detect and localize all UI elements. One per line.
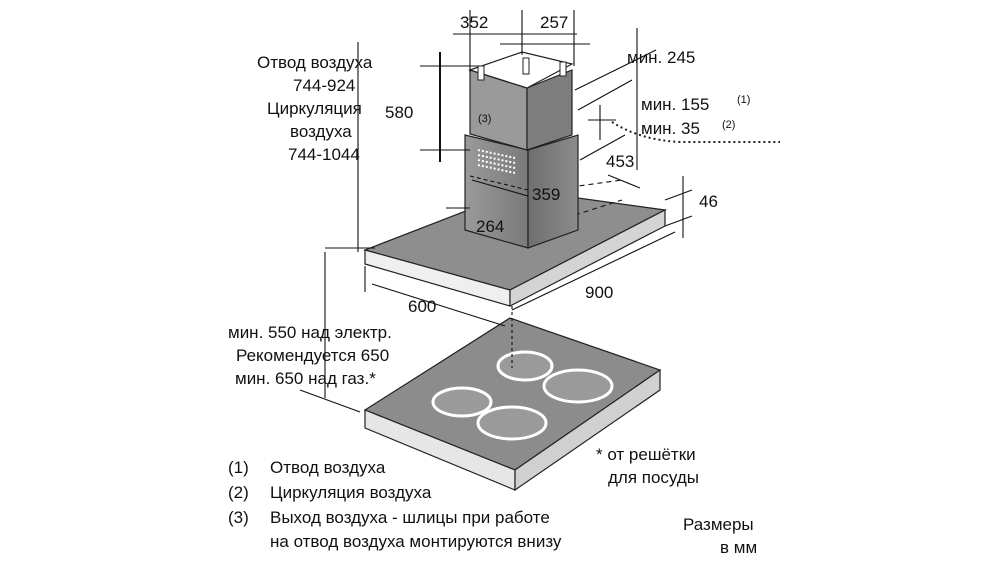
label-top-257: 257	[540, 13, 568, 32]
label-chimney-264: 264	[476, 217, 504, 236]
legend-num-1: (1)	[228, 458, 249, 477]
label-exhaust-title: Отвод воздуха	[257, 53, 373, 72]
label-from-grate-1: * от решётки	[596, 445, 696, 464]
chimney-top-cap	[468, 51, 574, 89]
burner-front	[476, 405, 548, 441]
label-depth-453: 453	[606, 152, 634, 171]
hood-chimney	[464, 51, 579, 249]
legend-text-3: Выход воздуха - шлицы при работе	[270, 508, 550, 527]
legend-num-3: (3)	[228, 508, 249, 527]
bracket-left	[477, 65, 485, 81]
label-exhaust-range: 744-924	[293, 76, 355, 95]
label-chimney-359: 359	[532, 185, 560, 204]
chimney-lower-side	[527, 134, 579, 249]
burner-back	[496, 350, 554, 382]
dimension-lines	[299, 10, 780, 413]
chimney-upper-side	[526, 69, 573, 151]
legend-text-3b: на отвод воздуха монтируются внизу	[270, 532, 562, 551]
label-above-gas: мин. 650 над газ.*	[235, 369, 376, 388]
label-min-155: мин. 155	[641, 95, 709, 114]
legend-text-1: Отвод воздуха	[270, 458, 386, 477]
label-recirc-title-1: Циркуляция	[267, 99, 362, 118]
label-top-352: 352	[460, 13, 488, 32]
label-ref-3: (3)	[478, 113, 491, 125]
label-height-upper: 580	[385, 103, 413, 122]
label-width-600: 600	[408, 297, 436, 316]
legend: (1) Отвод воздуха (2) Циркуляция воздуха…	[228, 458, 562, 551]
legend-text-2: Циркуляция воздуха	[270, 483, 432, 502]
label-from-grate-2: для посуды	[608, 468, 699, 487]
bracket-middle	[522, 57, 530, 75]
label-units-2: в мм	[720, 538, 757, 557]
label-width-900: 900	[585, 283, 613, 302]
label-above-electric: мин. 550 над электр.	[228, 323, 392, 342]
label-canopy-46: 46	[699, 192, 718, 211]
burner-left	[431, 386, 493, 418]
bracket-right	[559, 61, 567, 77]
label-recirc-title-2: воздуха	[290, 122, 352, 141]
cooktop-side-edge	[514, 368, 661, 492]
cooktop	[363, 317, 662, 492]
label-note-2: (2)	[722, 119, 735, 131]
burner-right	[542, 368, 614, 404]
label-note-1: (1)	[737, 94, 750, 106]
label-min-35: мин. 35	[641, 119, 700, 138]
dimension-labels: Отвод воздуха 744-924 Циркуляция воздуха…	[228, 13, 757, 557]
label-units-1: Размеры	[683, 515, 754, 534]
legend-num-2: (2)	[228, 483, 249, 502]
label-recommended: Рекомендуется 650	[236, 346, 389, 365]
label-min-245: мин. 245	[627, 48, 695, 67]
label-recirc-range: 744-1044	[288, 145, 360, 164]
